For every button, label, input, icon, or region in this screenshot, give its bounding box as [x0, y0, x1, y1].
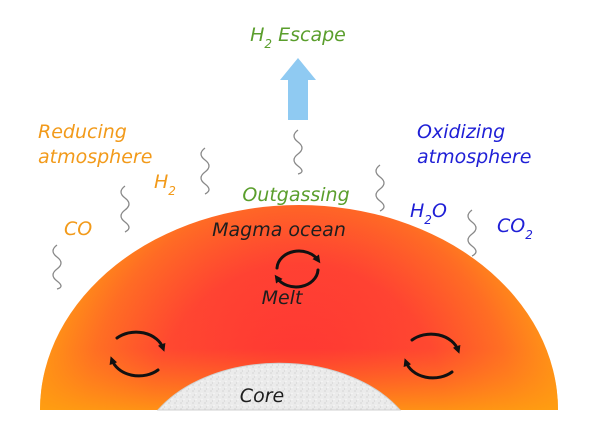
- gas-wisp: [120, 185, 130, 233]
- co-species-label: CO: [64, 218, 92, 240]
- h2-species-label: H2: [154, 171, 176, 198]
- core-label: Core: [240, 385, 284, 407]
- convection-cycle-icon: [403, 332, 461, 380]
- melt-label: Melt: [262, 287, 304, 309]
- gas-wisp: [293, 129, 303, 175]
- gas-wisp: [200, 147, 210, 195]
- outgassing-label: Outgassing: [242, 184, 349, 206]
- convection-cycle-icon: [274, 249, 321, 289]
- convection-arrows: [109, 249, 461, 380]
- gas-wisp: [467, 209, 477, 257]
- co2-species-label: CO2: [497, 215, 533, 242]
- oxidizing-atmosphere-line1: Oxidizing: [417, 121, 505, 143]
- reducing-atmosphere-line2: atmosphere: [38, 146, 152, 168]
- gas-wisp: [375, 164, 385, 212]
- convection-cycle-icon: [109, 330, 166, 378]
- h2o-species-label: H2O: [410, 200, 447, 227]
- oxidizing-atmosphere-line2: atmosphere: [417, 146, 531, 168]
- h2-escape-label: H2 Escape: [250, 24, 346, 51]
- escape-arrow: [280, 58, 316, 120]
- magma-ocean: [40, 205, 558, 410]
- gas-wisps: [52, 129, 477, 290]
- reducing-atmosphere-line1: Reducing: [38, 121, 127, 143]
- magma-ocean-label: Magma ocean: [212, 219, 346, 241]
- core: [156, 362, 402, 411]
- gas-wisp: [52, 244, 62, 290]
